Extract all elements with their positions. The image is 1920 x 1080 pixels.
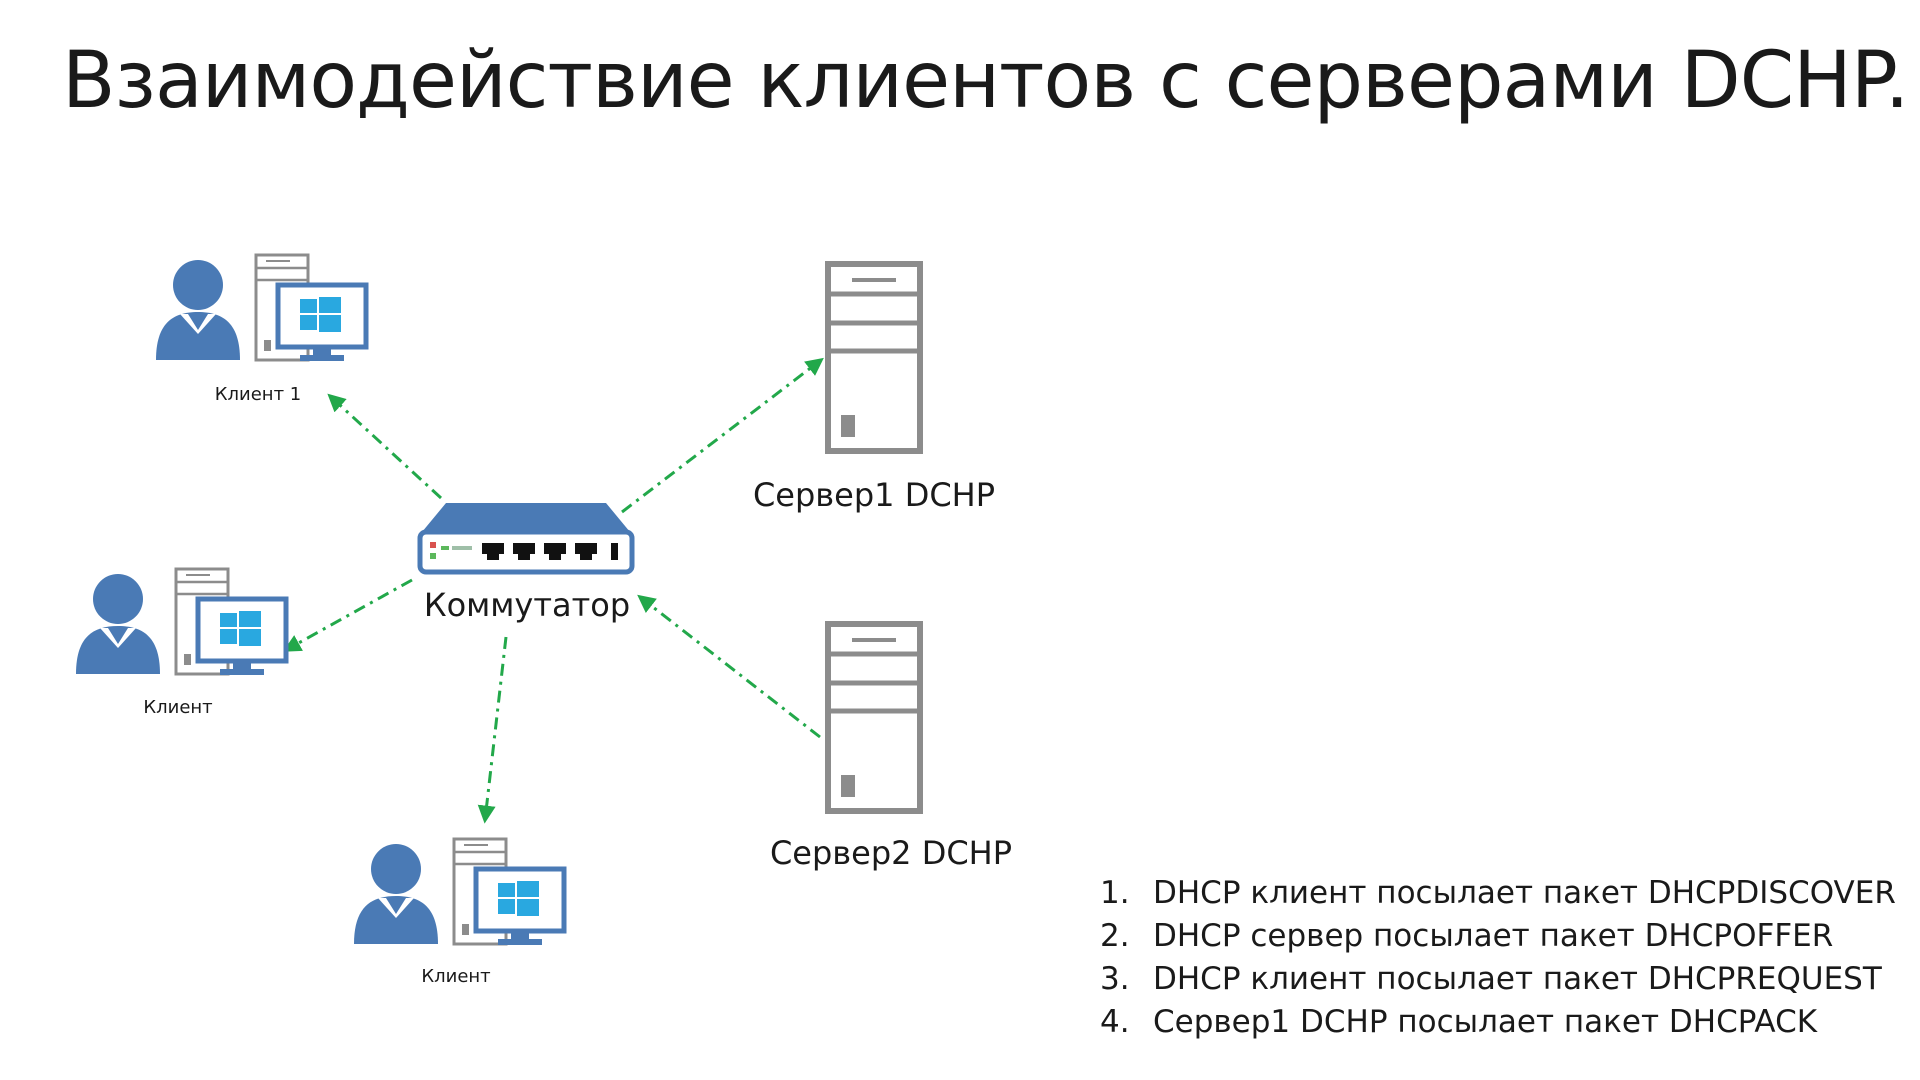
server-2-label: Сервер2 DCHP <box>770 834 1012 872</box>
list-item: 4. Сервер1 DCHP посылает пакет DHCPACK <box>1100 1001 1896 1044</box>
step-text: DHCP сервер посылает пакет DHCPOFFER <box>1153 918 1834 954</box>
client-1-label: Клиент 1 <box>215 384 301 405</box>
server-2-node: Сервер2 DCHP <box>770 624 1012 872</box>
client-2-label: Клиент <box>143 697 212 718</box>
switch-label: Коммутатор <box>424 586 630 624</box>
slide-title: Взаимодействие клиентов с серверами DCHP… <box>62 36 1910 126</box>
list-item: 2. DHCP сервер посылает пакет DHCPOFFER <box>1100 915 1896 958</box>
dhcp-steps-list: 1. DHCP клиент посылает пакет DHCPDISCOV… <box>1100 872 1896 1044</box>
client-2-node: Клиент <box>76 569 286 718</box>
list-item: 3. DHCP клиент посылает пакет DHCPREQUES… <box>1100 958 1896 1001</box>
step-number: 3. <box>1100 961 1130 997</box>
connectors <box>282 357 824 824</box>
user-computer-icon <box>354 839 564 945</box>
server-tower-icon <box>828 624 920 811</box>
user-computer-icon <box>156 255 366 361</box>
step-text: DHCP клиент посылает пакет DHCPREQUEST <box>1153 961 1882 997</box>
network-switch-icon <box>420 503 632 572</box>
connector-server-2-switch <box>637 594 821 739</box>
user-computer-icon <box>76 569 286 675</box>
step-number: 1. <box>1100 875 1130 911</box>
connector-switch-client-3 <box>477 636 508 824</box>
client-3-label: Клиент <box>421 966 490 987</box>
step-number: 2. <box>1100 918 1130 954</box>
connector-switch-client-2 <box>282 578 413 652</box>
step-text: Сервер1 DCHP посылает пакет DHCPACK <box>1153 1004 1818 1040</box>
switch-node: Коммутатор <box>420 503 632 624</box>
server-1-node: Сервер1 DCHP <box>753 264 995 514</box>
connector-switch-client-1 <box>327 393 443 500</box>
client-1-node: Клиент 1 <box>156 255 366 405</box>
connector-switch-server-1 <box>621 357 824 514</box>
step-number: 4. <box>1100 1004 1130 1040</box>
server-1-label: Сервер1 DCHP <box>753 476 995 514</box>
client-3-node: Клиент <box>354 839 564 987</box>
server-tower-icon <box>828 264 920 451</box>
list-item: 1. DHCP клиент посылает пакет DHCPDISCOV… <box>1100 872 1896 915</box>
step-text: DHCP клиент посылает пакет DHCPDISCOVER <box>1153 875 1896 911</box>
